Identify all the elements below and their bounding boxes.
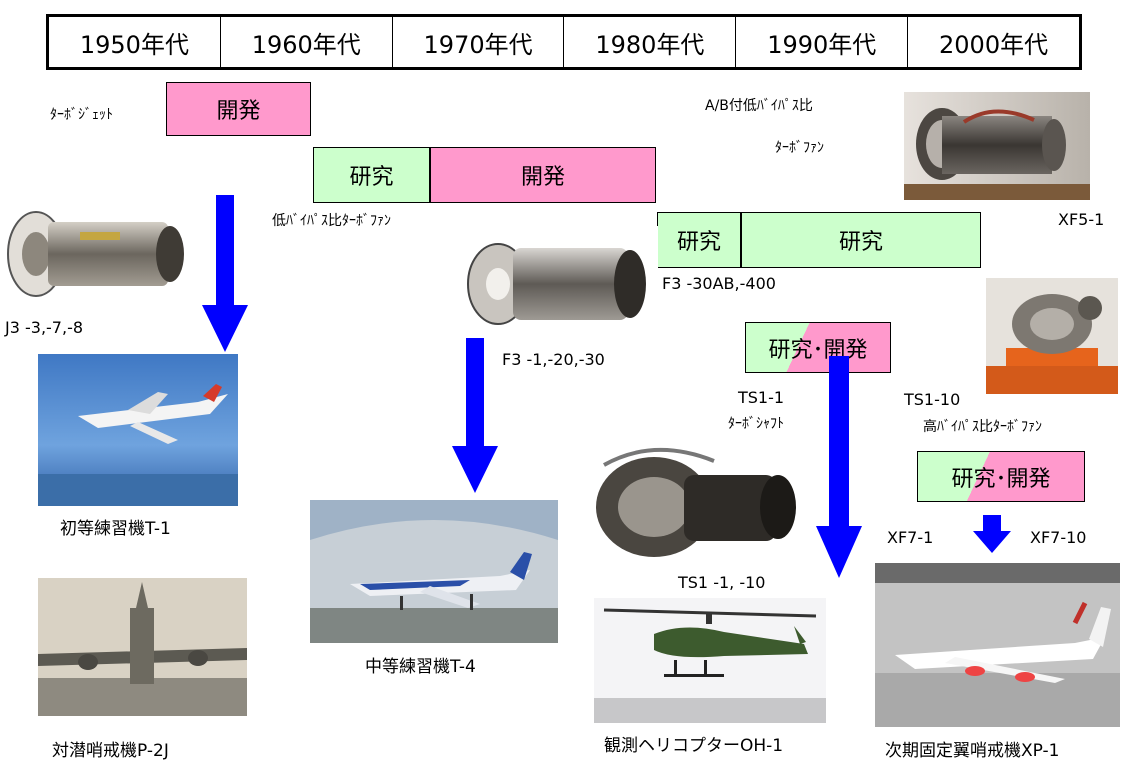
low-bypass-dev-bar: 開発 <box>430 147 656 203</box>
f3-to-t4-arrow <box>452 338 498 493</box>
ts1-1-label: TS1-1 <box>738 388 785 407</box>
j3-to-t1-arrow <box>202 195 248 352</box>
ts1-label: TS1 -1, -10 <box>678 573 766 592</box>
ts1-10-engine-photo <box>986 278 1118 394</box>
ab-research-bar-2: 研究 <box>741 212 981 268</box>
xf7-10-label: XF7-10 <box>1030 528 1087 547</box>
decade-1980s: 1980年代 <box>563 17 735 67</box>
ab-low-bypass-label: A/B付低ﾊﾞｲﾊﾟｽ比 <box>705 98 813 114</box>
oh1-label: 観測ヘリコプターOH-1 <box>604 736 784 756</box>
ab-turbofan-label: ﾀｰﾎﾞﾌｧﾝ <box>775 140 824 156</box>
low-bypass-research-bar: 研究 <box>313 147 430 203</box>
ab-research-bar-1: 研究 <box>657 212 741 268</box>
decade-1950s: 1950年代 <box>79 30 189 59</box>
high-bypass-label: 高ﾊﾞｲﾊﾟｽ比ﾀｰﾎﾞﾌｧﾝ <box>923 419 1042 435</box>
xp1-label: 次期固定翼哨戒機XP-1 <box>885 741 1060 761</box>
decade-1990s: 1990年代 <box>735 17 907 67</box>
decade-timeline: 1950年代 1960年代 1970年代 1980年代 1990年代 2000年… <box>46 14 1082 70</box>
turbojet-dev-bar: 開発 <box>166 82 311 136</box>
oh1-helicopter-photo <box>594 598 826 723</box>
decade-2000s: 2000年代 <box>907 17 1079 67</box>
ts1-rd-bar: 研究･開発 <box>745 322 891 373</box>
xf5-label: XF5-1 <box>1058 210 1105 229</box>
xf7-to-xp1-arrow <box>973 515 1011 553</box>
low-bypass-label: 低ﾊﾞｲﾊﾟｽ比ﾀｰﾎﾞﾌｧﾝ <box>272 213 391 229</box>
t4-aircraft-photo <box>310 500 558 643</box>
high-bypass-rd-bar: 研究･開発 <box>917 451 1085 502</box>
t1-aircraft-photo <box>38 354 238 506</box>
decade-1960s: 1960年代 <box>219 17 392 67</box>
t4-label: 中等練習機T-4 <box>365 657 476 677</box>
xp1-aircraft-photo <box>875 563 1120 727</box>
p2j-label: 対潜哨戒機P-2J <box>52 741 169 761</box>
f3-label: F3 -1,-20,-30 <box>502 350 605 369</box>
f3-engine-photo <box>458 226 658 338</box>
xf5-engine-photo <box>904 92 1090 200</box>
xf7-1-label: XF7-1 <box>887 528 934 547</box>
t1-label: 初等練習機T-1 <box>60 519 171 539</box>
ts1-to-oh1-arrow <box>816 356 862 578</box>
turboshaft-label: ﾀｰﾎﾞｼｬﾌﾄ <box>728 416 784 432</box>
p2j-aircraft-photo <box>38 578 247 716</box>
turbojet-label: ﾀｰﾎﾞｼﾞｪｯﾄ <box>50 107 113 123</box>
j3-engine-photo <box>0 192 200 310</box>
j3-label: J3 -3,-7,-8 <box>5 318 84 337</box>
f3-30ab-label: F3 -30AB,-400 <box>662 274 776 293</box>
ts1-10-label: TS1-10 <box>904 390 961 409</box>
ts1-engine-photo <box>574 437 802 571</box>
decade-1970s: 1970年代 <box>391 17 564 67</box>
